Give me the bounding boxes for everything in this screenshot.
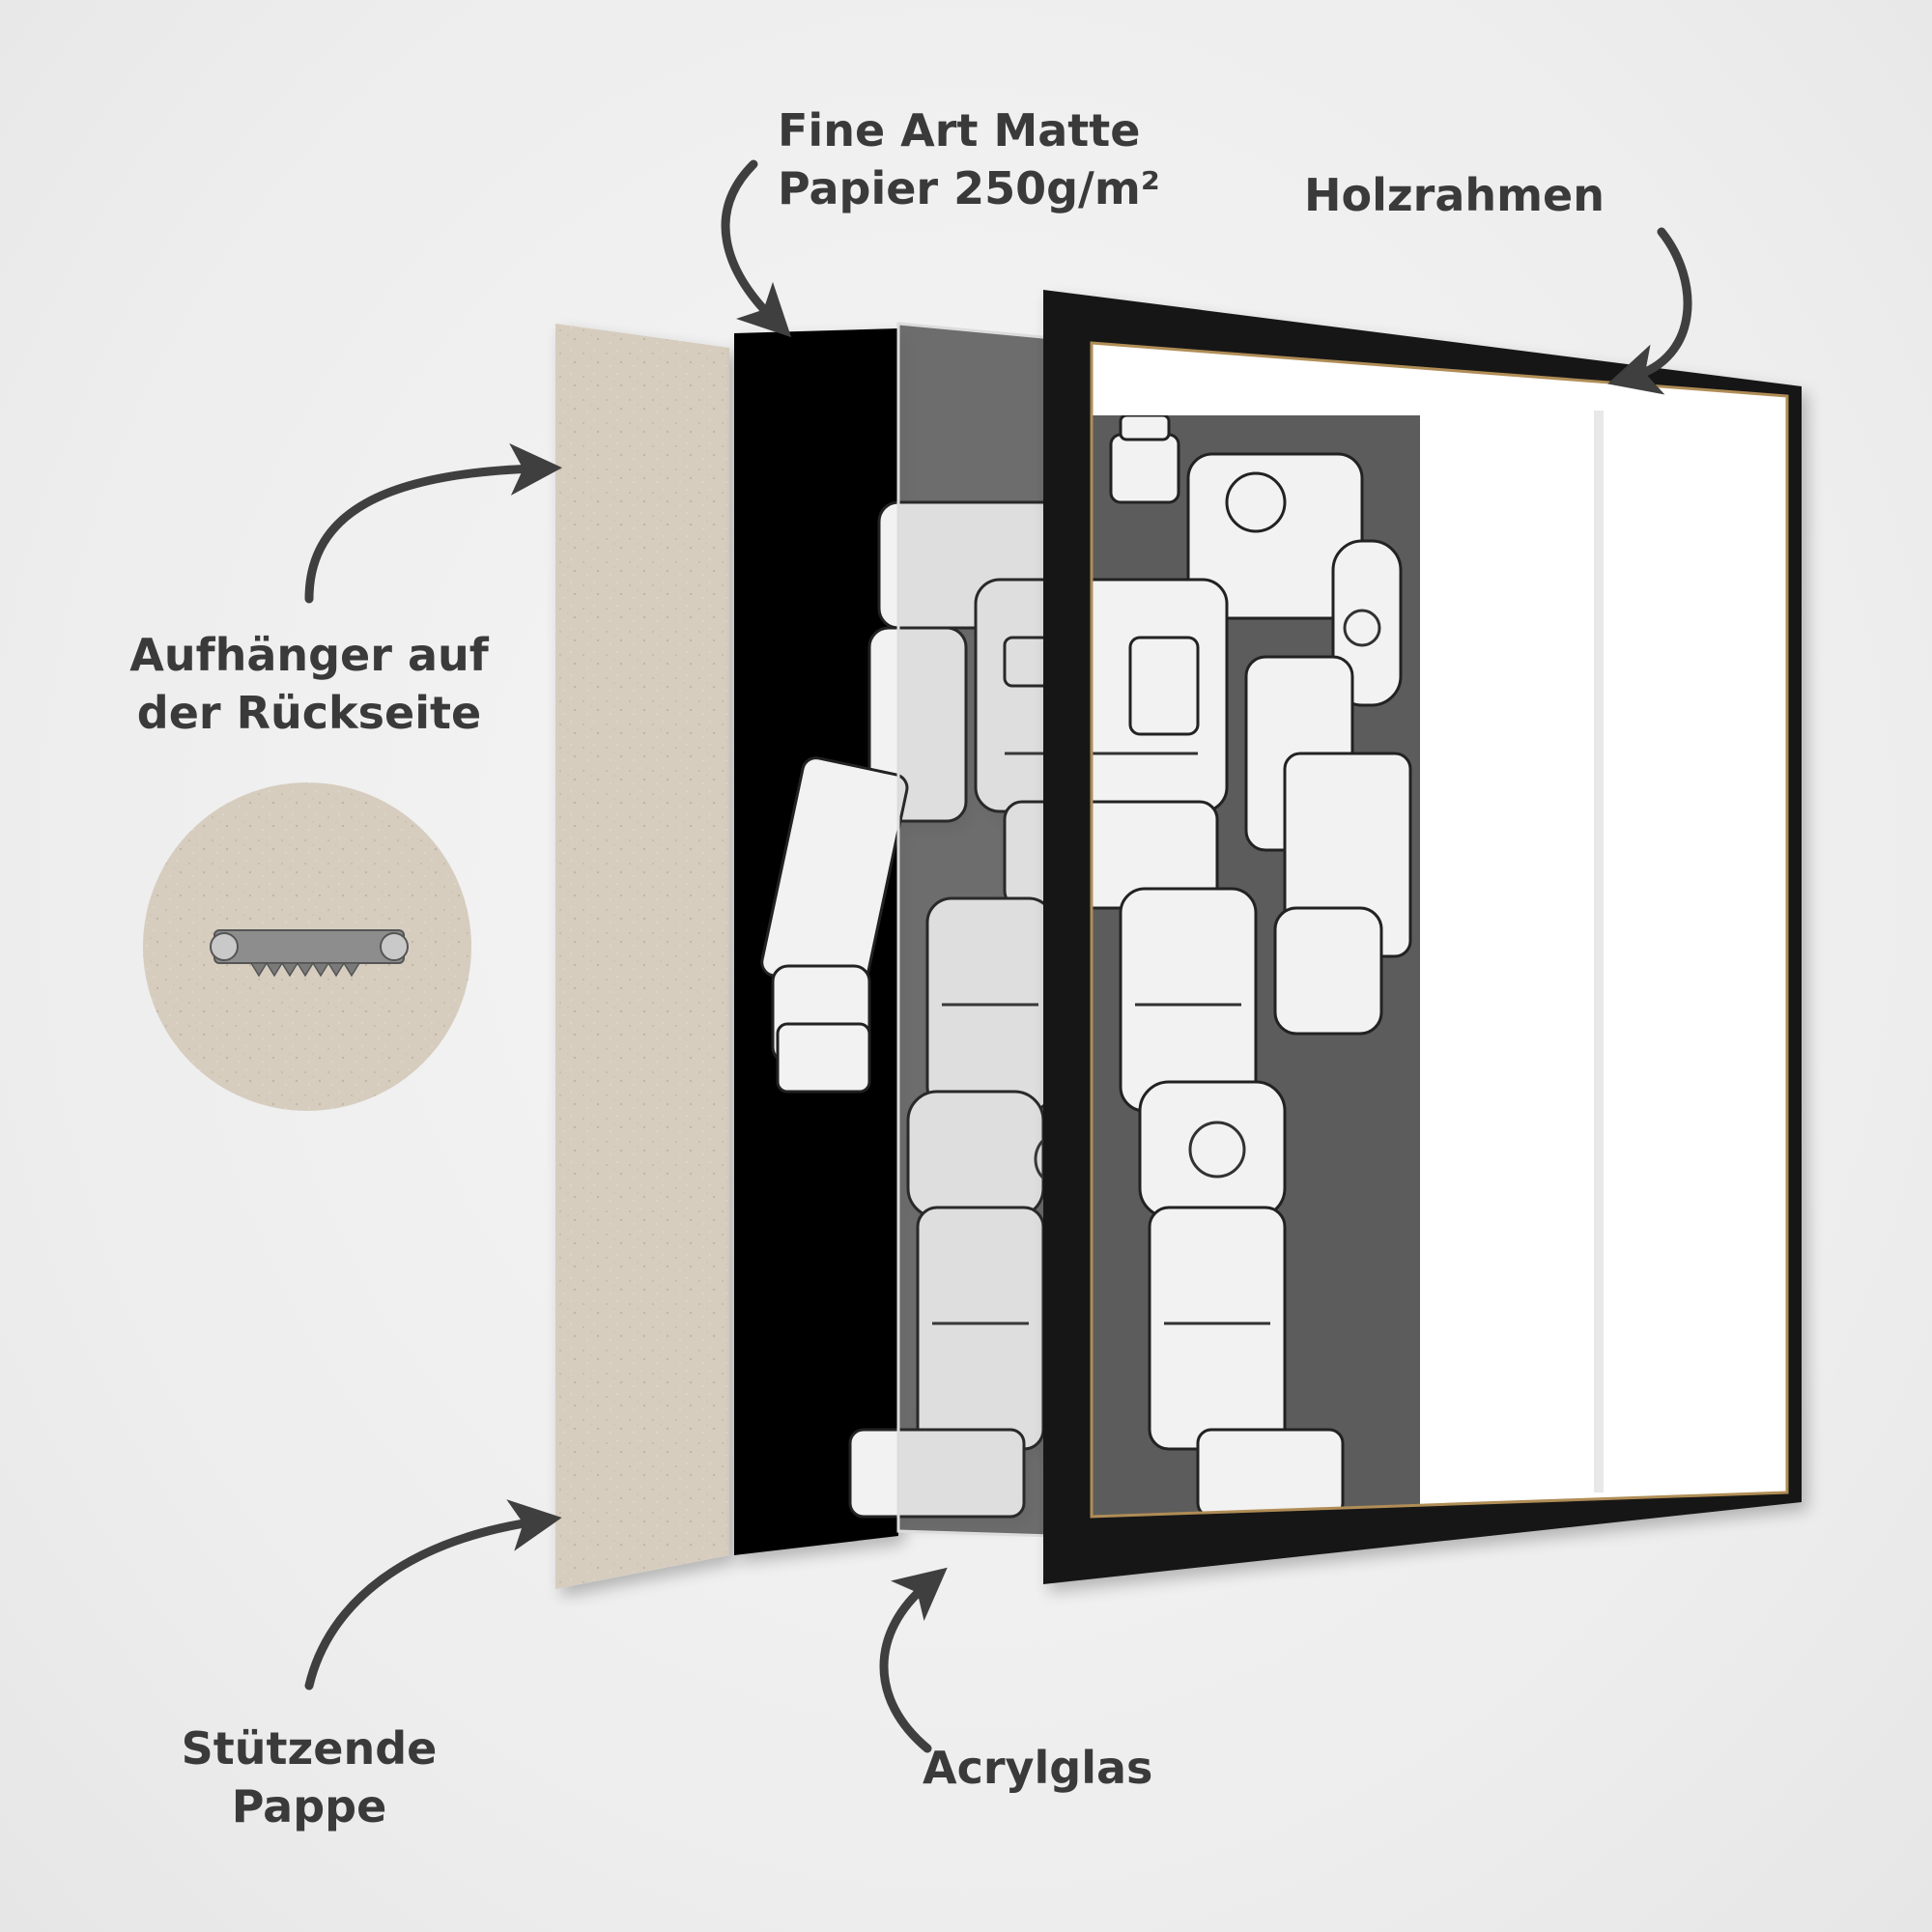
art-paper-layer <box>734 328 1053 1555</box>
arrow-backing <box>304 1499 562 1690</box>
label-glass: Acrylglas <box>923 1739 1152 1797</box>
sawtooth-hanger-icon <box>210 929 409 978</box>
label-frame-line1: Holzrahmen <box>1304 169 1605 221</box>
label-paper-line1: Fine Art Matte <box>778 104 1141 156</box>
label-glass-line1: Acrylglas <box>923 1742 1153 1794</box>
backing-cardboard-layer <box>555 324 729 1589</box>
arrow-paper <box>721 159 792 338</box>
arrows <box>304 159 1692 1753</box>
label-hanger: Aufhänger auf der Rückseite <box>97 626 522 742</box>
arrow-frame <box>1607 227 1692 395</box>
label-hanger-line1: Aufhänger auf <box>129 629 489 681</box>
label-frame: Holzrahmen <box>1304 166 1605 224</box>
label-backing: Stützende Pappe <box>135 1719 483 1835</box>
arrow-hanger <box>304 442 562 604</box>
wooden-frame-layer <box>1043 290 1802 1584</box>
label-hanger-line2: der Rückseite <box>136 687 482 739</box>
label-backing-line2: Pappe <box>231 1780 387 1833</box>
arrow-glass <box>879 1567 948 1753</box>
label-backing-line1: Stützende <box>181 1722 438 1775</box>
label-paper: Fine Art Matte Papier 250g/m² <box>778 101 1160 217</box>
label-paper-line2: Papier 250g/m² <box>778 162 1160 214</box>
hanger-detail-circle <box>143 782 471 1111</box>
